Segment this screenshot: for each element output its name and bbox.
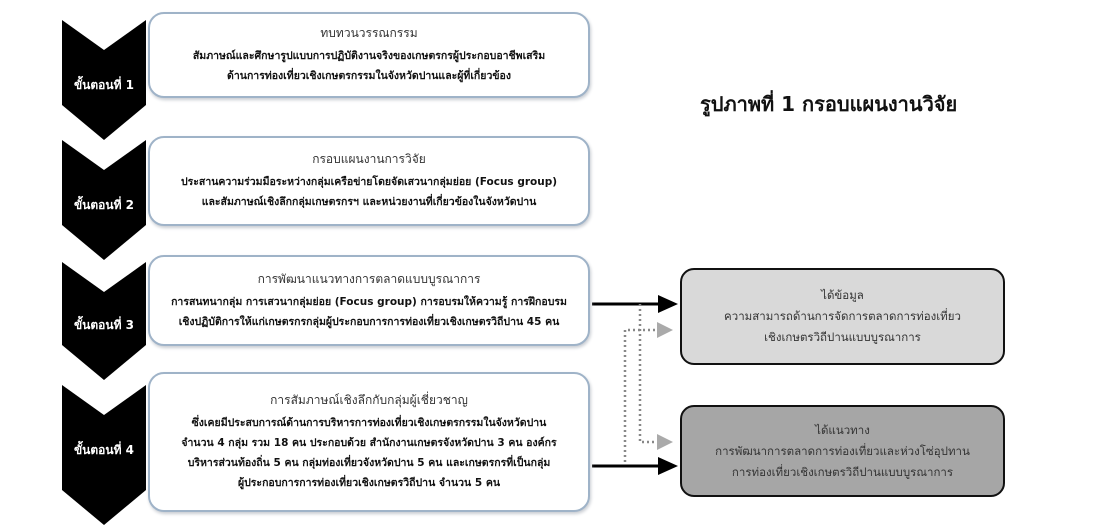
outcome-data-box: ได้ข้อมูล ความสามารถด้านการจัดการตลาดการ… <box>680 268 1005 365</box>
text-line: ความสามารถด้านการจัดการตลาดการท่องเที่ยว <box>724 309 961 323</box>
text-line: บริหารส่วนท้องถิ่น 5 คน กลุ่มท่องเที่ยวจ… <box>187 457 551 469</box>
step-3-text: การสนทนากลุ่ม การเสวนากลุ่มย่อย (Focus g… <box>150 292 588 332</box>
outcome-1-heading: ได้ข้อมูล <box>821 288 864 302</box>
text-line: เชิงเกษตรวิถีปานแบบบูรณาการ <box>764 330 921 344</box>
text-line: ผู้ประกอบการการท่องเที่ยวเชิงเกษตรวิถีปา… <box>237 477 501 489</box>
outcome-2-heading: ได้แนวทาง <box>815 422 870 437</box>
step-4-chevron <box>62 385 146 525</box>
text-line: และสัมภาษณ์เชิงลึกกลุ่มเกษตรกรฯ และหน่วย… <box>201 196 537 208</box>
text-line: การท่องเที่ยวเชิงเกษตรวิถีปานแบบบูรณาการ <box>731 464 954 479</box>
step-2-heading: กรอบแผนงานการวิจัย <box>312 152 426 166</box>
step-3-box: การพัฒนาแนวทางการตลาดแบบบูรณาการ การสนทน… <box>148 255 590 346</box>
step-1-heading: ทบทวนวรรณกรรม <box>320 26 418 40</box>
step-1-chevron <box>62 20 146 140</box>
step-4-heading: การสัมภาษณ์เชิงลึกกับกลุ่มผู้เชี่ยวชาญ <box>270 393 468 407</box>
step-4-text: ซึ่งเคยมีประสบการณ์ด้านการบริหารการท่องเ… <box>150 413 588 493</box>
step-3-label: ขั้นตอนที่ 3 <box>73 318 135 332</box>
text-line: ด้านการท่องเที่ยวเชิงเกษตรกรรมในจังหวัดป… <box>227 70 511 82</box>
text-line: การสนทนากลุ่ม การเสวนากลุ่มย่อย (Focus g… <box>171 295 567 308</box>
connector-arrows <box>592 295 678 475</box>
step-2-box: กรอบแผนงานการวิจัย ประสานความร่วมมือระหว… <box>148 136 590 226</box>
step-1-text: สัมภาษณ์และศึกษารูปแบบการปฏิบัติงานจริงข… <box>150 46 588 86</box>
text-line: ประสานความร่วมมือระหว่างกลุ่มเครือข่ายโด… <box>180 176 558 188</box>
step-2-text: ประสานความร่วมมือระหว่างกลุ่มเครือข่ายโด… <box>150 172 588 212</box>
outcome-guideline-box: ได้แนวทาง การพัฒนาการตลาดการท่องเที่ยวแล… <box>680 405 1005 497</box>
step-4-box: การสัมภาษณ์เชิงลึกกับกลุ่มผู้เชี่ยวชาญ ซ… <box>148 372 590 512</box>
figure-title: รูปภาพที่ 1 กรอบแผนงานวิจัย <box>700 92 958 116</box>
text-line: สัมภาษณ์และศึกษารูปแบบการปฏิบัติงานจริงข… <box>192 50 546 62</box>
text-line: เชิงปฏิบัติการให้แก่เกษตรกรกลุ่มผู้ประกอ… <box>178 315 560 328</box>
step-3-heading: การพัฒนาแนวทางการตลาดแบบบูรณาการ <box>257 271 481 286</box>
step-3-chevron <box>62 262 146 380</box>
step-1-label: ขั้นตอนที่ 1 <box>73 78 135 92</box>
step-1-box: ทบทวนวรรณกรรม สัมภาษณ์และศึกษารูปแบบการป… <box>148 12 590 98</box>
step-2-label: ขั้นตอนที่ 2 <box>73 198 135 212</box>
text-line: การพัฒนาการตลาดการท่องเที่ยวและห่วงโซ่อุ… <box>715 443 970 458</box>
step-2-chevron <box>62 140 146 260</box>
text-line: จำนวน 4 กลุ่ม รวม 18 คน ประกอบด้วย สำนัก… <box>181 437 557 449</box>
text-line: ซึ่งเคยมีประสบการณ์ด้านการบริหารการท่องเ… <box>191 417 547 429</box>
step-4-label: ขั้นตอนที่ 4 <box>73 443 135 457</box>
